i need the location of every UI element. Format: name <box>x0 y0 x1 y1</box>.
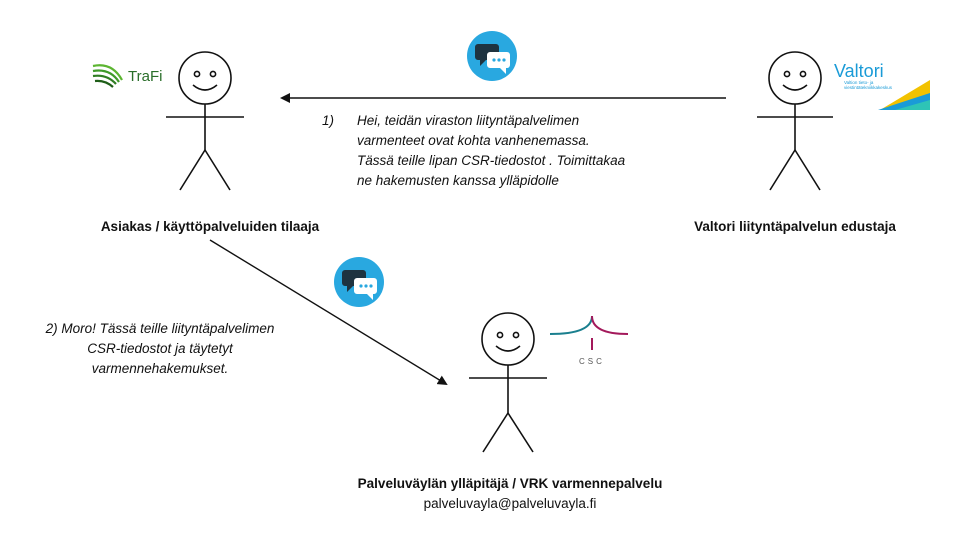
csc-logo-text: CSC <box>579 357 605 366</box>
customer-stick-figure <box>166 51 244 191</box>
maintainer-email: palveluvayla@palveluvayla.fi <box>423 496 597 511</box>
message-1-line-3: Tässä teille lipan CSR-tiedostot . Toimi… <box>357 153 626 168</box>
csc-logo: CSC <box>549 315 629 366</box>
message-2-arrow <box>209 239 448 386</box>
valtori-logo: Valtori Valtion tieto- ja viestintätekni… <box>834 61 930 110</box>
valtori-stick-figure <box>757 51 833 191</box>
trafi-logo-text: TraFi <box>128 68 162 85</box>
valtori-label: Valtori liityntäpalvelun edustaja <box>694 219 896 234</box>
chat-bubbles-icon <box>467 31 517 81</box>
maintainer-stick-figure <box>469 312 547 453</box>
chat-bubbles-icon <box>334 257 384 307</box>
message-2-line-1: 2) Moro! Tässä teille liityntäpalvelimen <box>45 321 275 336</box>
message-1-line-2: varmenteet ovat kohta vanhenemassa. <box>357 133 590 148</box>
maintainer-label: Palveluväylän ylläpitäjä / VRK varmennep… <box>357 476 663 491</box>
trafi-logo: TraFi <box>92 64 162 88</box>
valtori-logo-subtitle-1: Valtion tieto- ja <box>844 80 874 85</box>
message-1-line-1: Hei, teidän viraston liityntäpalvelimen <box>357 113 580 128</box>
message-2-line-3: varmennehakemukset. <box>91 361 229 376</box>
customer-label: Asiakas / käyttöpalveluiden tilaaja <box>100 219 320 234</box>
valtori-logo-subtitle-2: viestintätekniikkakeskus <box>844 85 893 90</box>
message-1-line-4: ne hakemusten kanssa ylläpidolle <box>357 173 559 188</box>
message-2-line-2: CSR-tiedostot ja täytetyt <box>87 341 233 356</box>
valtori-logo-text: Valtori <box>834 61 884 81</box>
message-1-number: 1) <box>322 113 335 128</box>
